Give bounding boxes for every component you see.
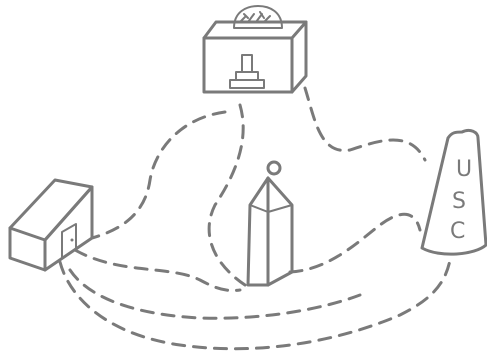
- path-top-to-cone: [303, 86, 427, 162]
- pillar-cap: [249, 204, 293, 213]
- path-top-to-middle: [207, 103, 247, 287]
- cone-letter-c: C: [450, 219, 465, 244]
- middle-pillar: [246, 160, 294, 287]
- monument-icon: [229, 54, 265, 89]
- dashed-paths: [58, 86, 452, 351]
- left-building-side: [43, 185, 94, 272]
- left-building-front: [8, 226, 47, 272]
- top-building-side: [290, 20, 308, 94]
- pillar-front: [246, 176, 270, 287]
- door-icon: [61, 223, 77, 259]
- path-top-to-left: [90, 110, 227, 240]
- pillar-top-ball: [266, 160, 282, 176]
- pillar-side: [266, 176, 294, 287]
- left-building: [8, 178, 94, 272]
- path-inner-loop: [68, 268, 362, 320]
- usc-cone: U S C: [420, 128, 487, 256]
- top-building-top: [202, 20, 308, 40]
- path-pillar-to-cone: [288, 212, 422, 274]
- cone-letter-u: U: [456, 157, 472, 182]
- dome-icon: [233, 5, 283, 29]
- cone-letter-s: S: [452, 189, 466, 214]
- path-outer-loop: [58, 258, 452, 351]
- dome-texture: [239, 11, 271, 23]
- path-left-to-pillar: [73, 248, 242, 292]
- top-building: [202, 5, 308, 94]
- cone-outline: [420, 128, 487, 256]
- door-knob: [70, 238, 74, 242]
- top-building-front: [202, 36, 294, 94]
